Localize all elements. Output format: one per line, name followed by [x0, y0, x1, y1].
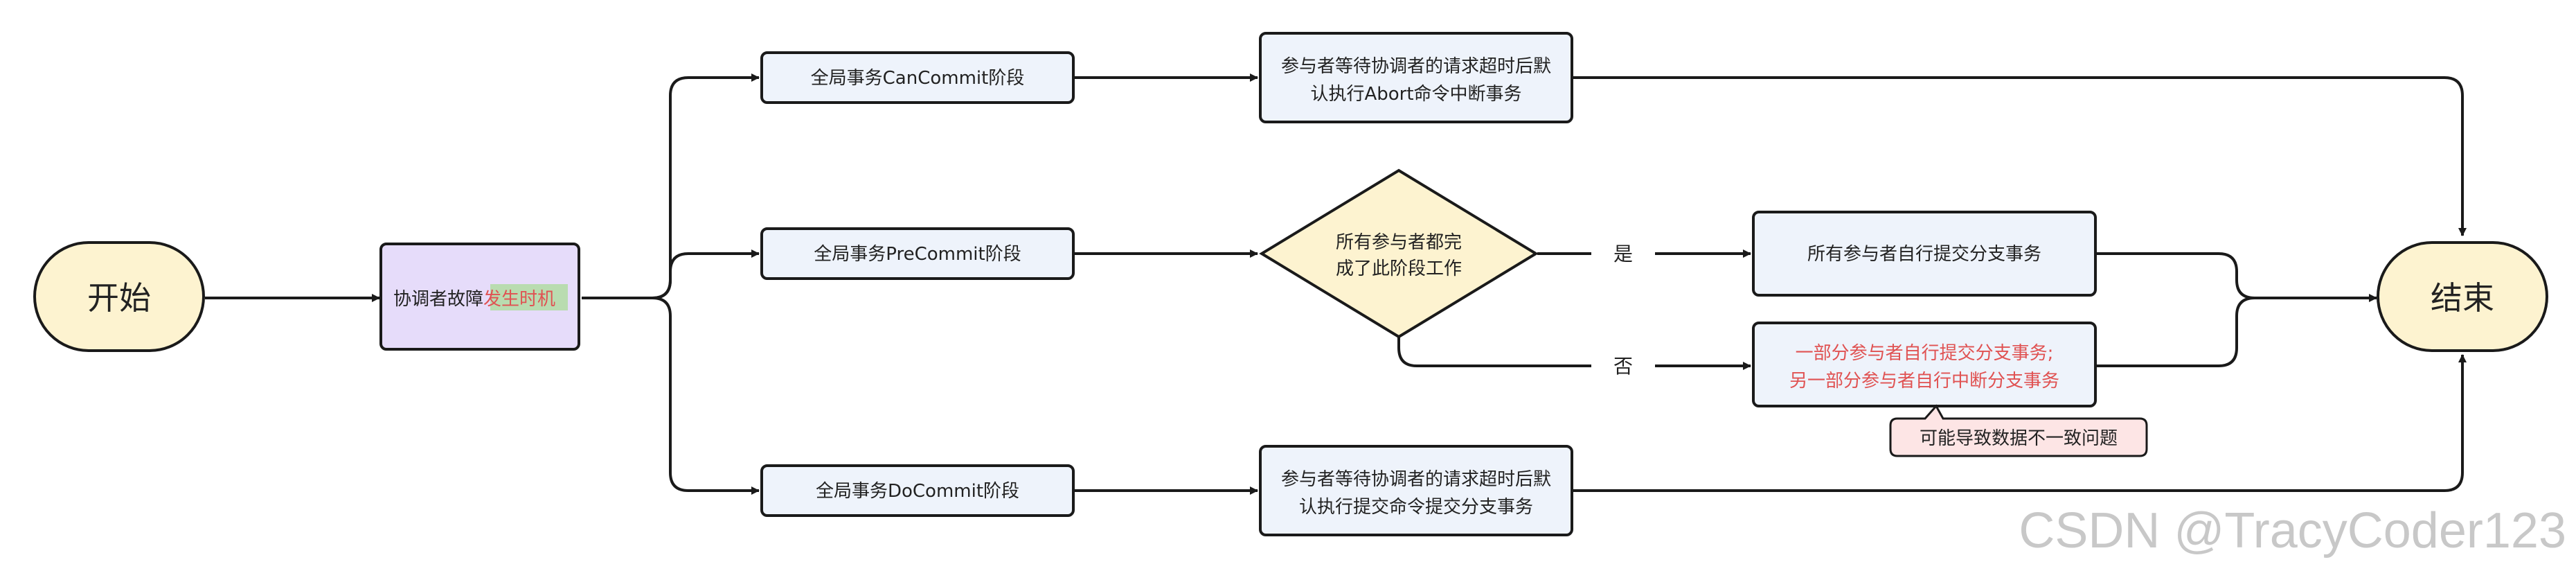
watermark: CSDN @TracyCoder123 — [2019, 503, 2566, 559]
edge-fault-to-docommit — [652, 297, 760, 495]
connectors — [205, 73, 2467, 495]
all-commit-label: 所有参与者自行提交分支事务 — [1807, 244, 2041, 265]
edge-partial-to-merge — [2097, 297, 2255, 367]
precommit-node: 全局事务PreCommit阶段 — [760, 227, 1075, 280]
docommit-label: 全局事务DoCommit阶段 — [816, 481, 1019, 502]
inconsistency-callout: 可能导致数据不一致问题 — [1889, 404, 2148, 457]
cancommit-label: 全局事务CanCommit阶段 — [811, 68, 1025, 89]
docommit-timeout-line2: 认执行提交命令提交分支事务 — [1299, 497, 1533, 518]
edge-dotimeout-to-end — [1573, 354, 2467, 492]
precommit-label: 全局事务PreCommit阶段 — [814, 244, 1021, 265]
edge-label-no: 否 — [1613, 355, 1633, 378]
edge-label-yes: 是 — [1613, 243, 1633, 265]
end-node: 结束 — [2377, 241, 2548, 352]
edge-decision-no-a — [1397, 337, 1591, 367]
fault-label-prefix: 协调者故障 — [393, 289, 483, 310]
decision-line1: 所有参与者都完 — [1336, 232, 1462, 253]
highlight-background — [490, 284, 568, 310]
edge-fault-to-precommit — [652, 249, 760, 299]
callout-label: 可能导致数据不一致问题 — [1920, 428, 2118, 449]
all-commit-node: 所有参与者自行提交分支事务 — [1752, 211, 2097, 297]
partial-commit-node: 一部分参与者自行提交分支事务; 另一部分参与者自行中断分支事务 — [1752, 322, 2097, 407]
end-label: 结束 — [2431, 279, 2494, 317]
partial-commit-line1: 一部分参与者自行提交分支事务; — [1796, 343, 2054, 364]
decision-node: 所有参与者都完 成了此阶段工作 — [1259, 168, 1539, 339]
coordinator-fault-node: 协调者故障发生时机 — [379, 243, 580, 351]
edge-allcommit-to-merge — [2097, 252, 2377, 302]
start-node: 开始 — [33, 241, 205, 352]
docommit-timeout-line1: 参与者等待协调者的请求超时后默 — [1281, 469, 1551, 490]
docommit-node: 全局事务DoCommit阶段 — [760, 464, 1075, 517]
fault-label: 协调者故障发生时机 — [393, 289, 555, 310]
decision-line2: 成了此阶段工作 — [1336, 258, 1462, 279]
start-label: 开始 — [87, 279, 151, 317]
cancommit-node: 全局事务CanCommit阶段 — [760, 51, 1075, 104]
docommit-timeout-node: 参与者等待协调者的请求超时后默 认执行提交命令提交分支事务 — [1259, 445, 1573, 536]
fault-label-highlight: 发生时机 — [483, 289, 555, 310]
edge-cantimeout-to-end — [1573, 76, 2467, 236]
partial-commit-line2: 另一部分参与者自行中断分支事务 — [1789, 371, 2059, 392]
cancommit-timeout-line1: 参与者等待协调者的请求超时后默 — [1281, 56, 1551, 77]
cancommit-timeout-line2: 认执行Abort命令中断事务 — [1310, 84, 1521, 105]
cancommit-timeout-node: 参与者等待协调者的请求超时后默 认执行Abort命令中断事务 — [1259, 32, 1573, 123]
